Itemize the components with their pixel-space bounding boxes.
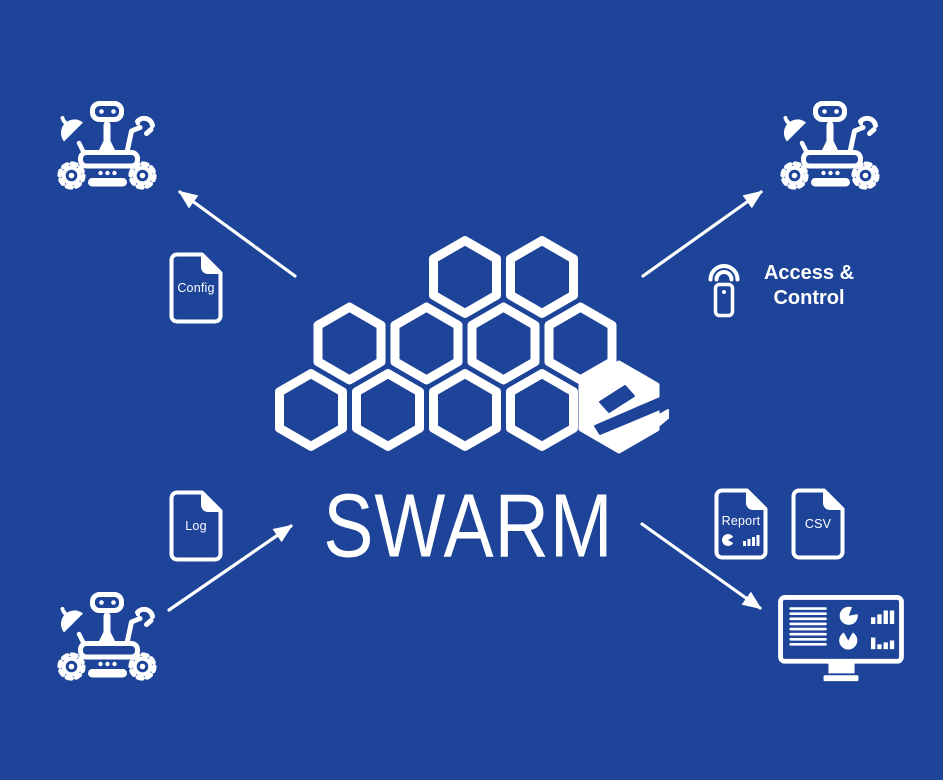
- report-file-label: Report: [721, 514, 761, 528]
- brand-letter-e-icon: [578, 360, 669, 454]
- report-file: Report: [714, 488, 768, 560]
- config-file: Config: [169, 252, 223, 324]
- config-file-label: Config: [177, 281, 215, 295]
- arrow-to-rover-top-right: [641, 190, 763, 278]
- wordmark-text: SWARM: [322, 475, 614, 576]
- csv-file-label: CSV: [804, 517, 832, 531]
- access-control-label: Access & Control: [748, 261, 870, 311]
- wordmark: SWARM: [268, 481, 668, 571]
- access-control-line1: Access &: [763, 262, 855, 284]
- access-control-line2: Control: [773, 287, 845, 309]
- bar-chart-icon: [870, 610, 895, 625]
- arrow-to-dashboard: [640, 522, 762, 610]
- log-file-label: Log: [185, 519, 207, 533]
- arrow-from-rover-bottom-left: [167, 524, 293, 612]
- monitor-dashboard-icon: [778, 595, 904, 682]
- honeycomb-logo: [268, 226, 669, 454]
- bar-chart-icon: [870, 637, 895, 650]
- report-mini-charts-icon: [722, 534, 760, 546]
- arrow-to-rover-top-left: [178, 190, 297, 278]
- csv-file: CSV: [791, 488, 845, 560]
- log-file: Log: [169, 490, 223, 562]
- remote-control-icon: [708, 264, 740, 318]
